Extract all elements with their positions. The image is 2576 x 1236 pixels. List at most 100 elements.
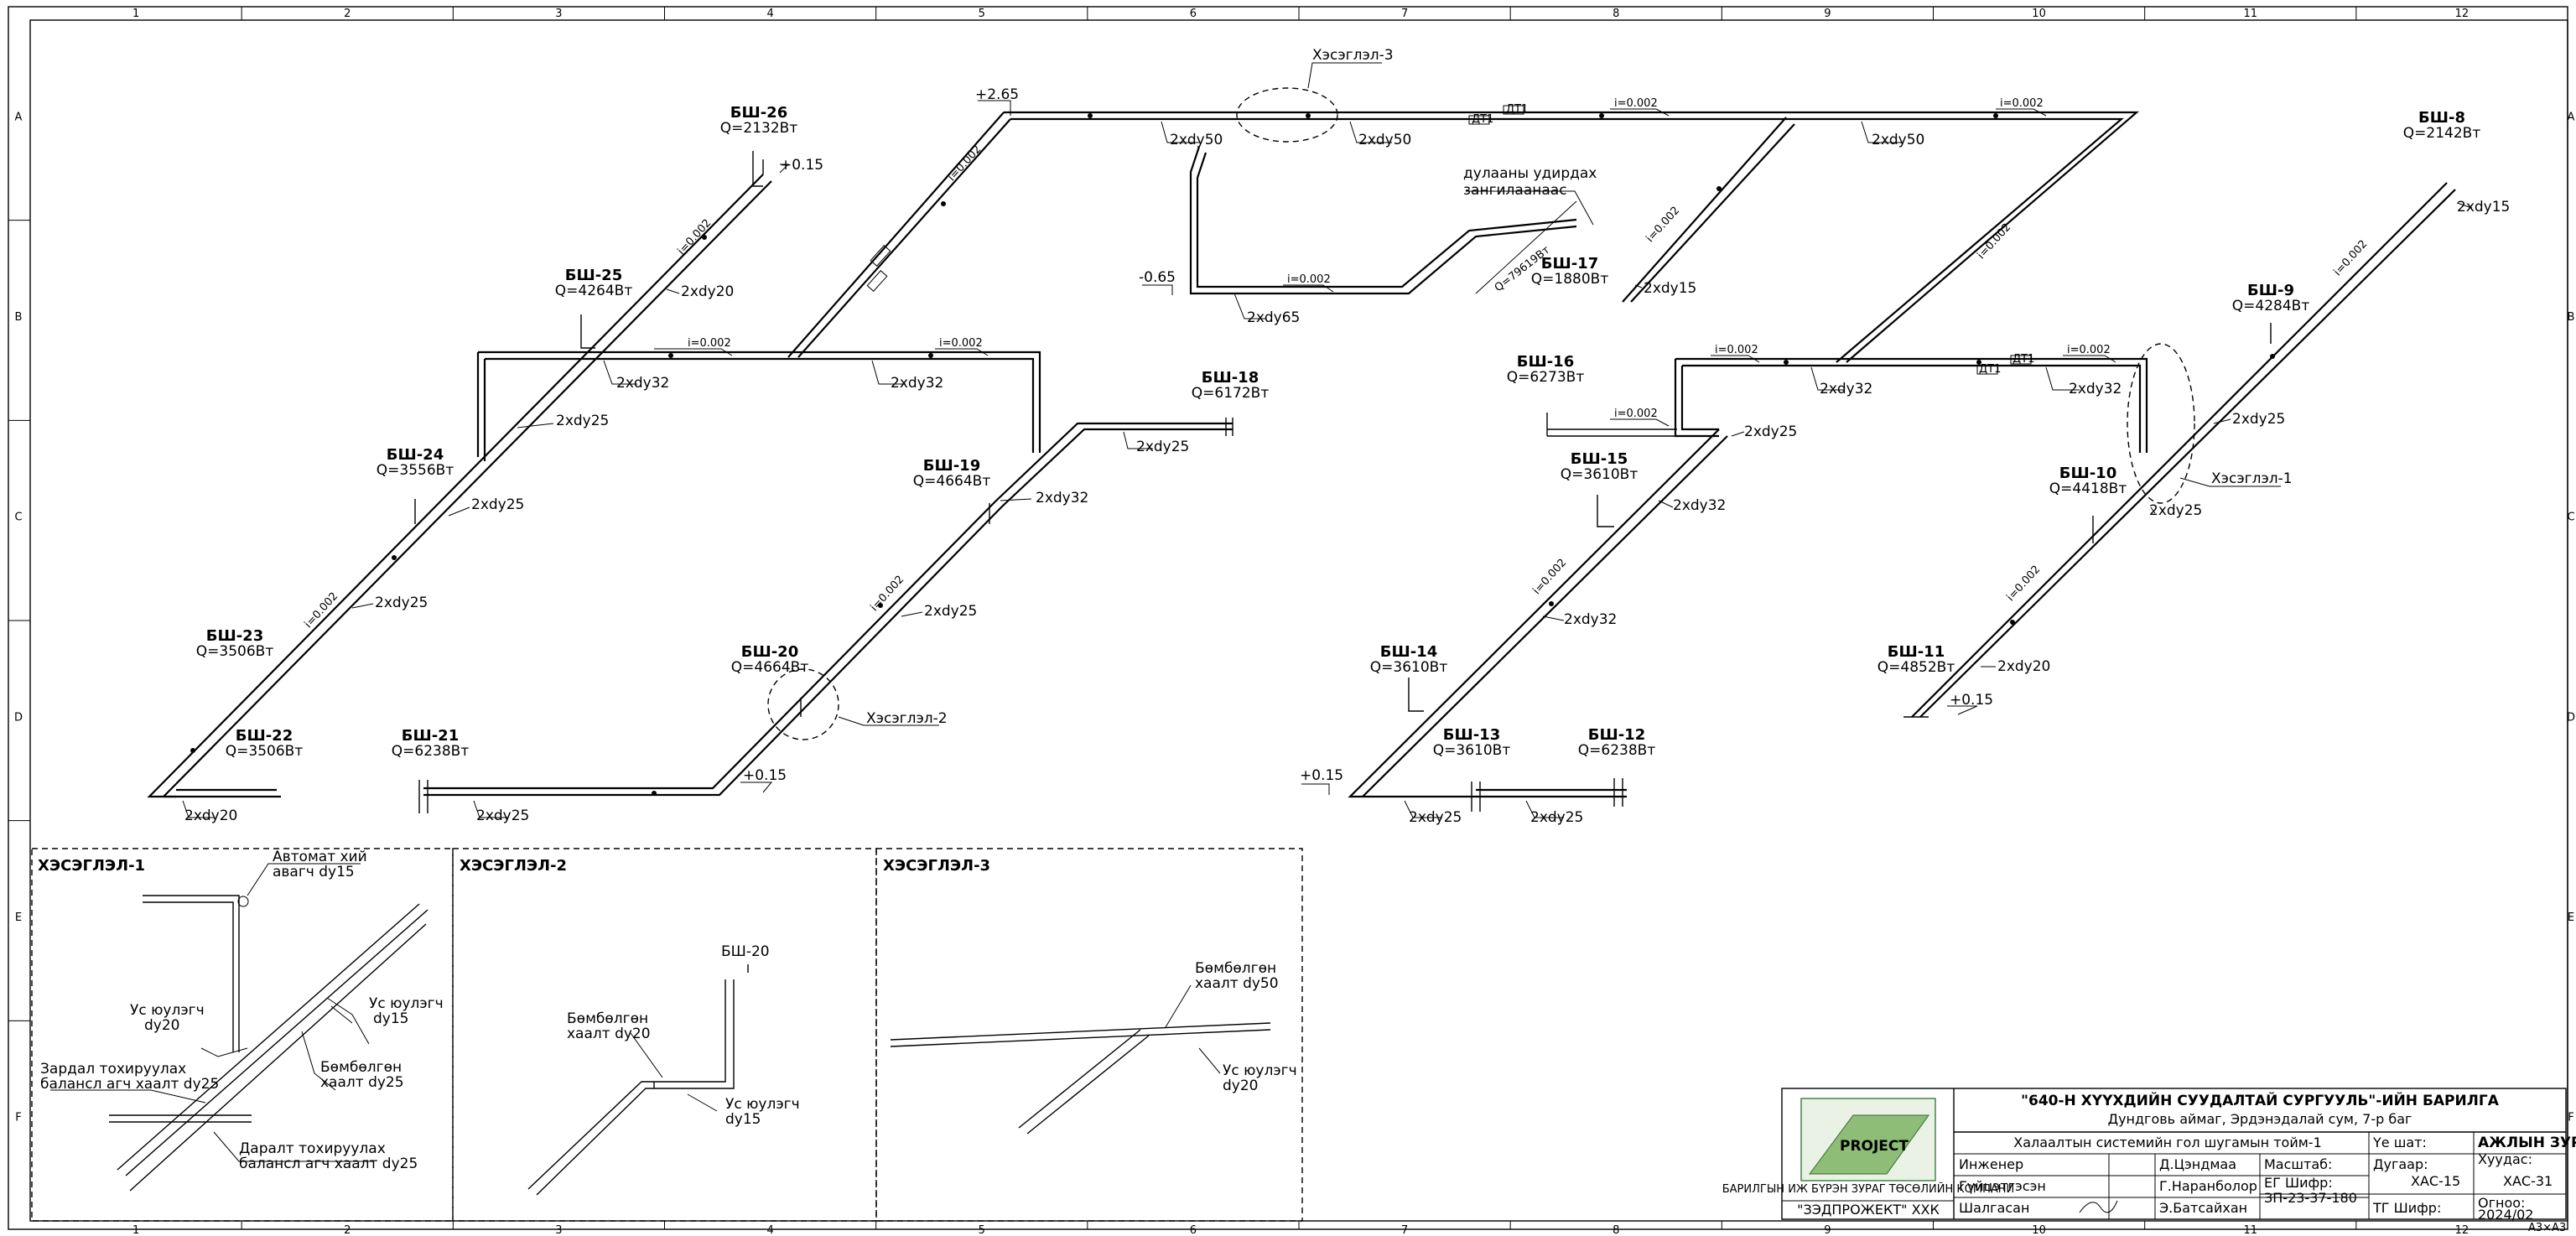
svg-text:Q=3610Вт: Q=3610Вт [1561,466,1639,483]
svg-text:Ус юулэгч: Ус юулэгч [1223,1062,1297,1079]
svg-text:+2.65: +2.65 [975,86,1019,103]
grid-col-bottom: 5 [979,1224,985,1236]
detail-ref-3: Хэсэглэл-3 [1312,47,1394,64]
svg-text:2xdy25: 2xdy25 [924,603,977,620]
svg-text:Бөмбөлгөн: Бөмбөлгөн [320,1059,402,1076]
svg-text:Q=4284Вт: Q=4284Вт [2232,298,2310,314]
slope-labels: i=0.002 i=0.002 i=0.002 i=0.002 i=0.002 … [303,97,2371,631]
svg-text:"ЗЭДПРОЖЕКТ" ХХК: "ЗЭДПРОЖЕКТ" ХХК [1797,1202,1940,1218]
grid-col-top: 10 [2032,8,2046,20]
svg-text:Автомат хий: Автомат хий [273,849,367,865]
heat-source-note: дулааны удирдах зангилаанаас Q=79619Вт Д… [1463,103,2034,376]
unit-bsh-25: БШ-25 [565,267,622,284]
svg-text:Q=2142Вт: Q=2142Вт [2403,125,2481,142]
svg-text:2xdy25: 2xdy25 [1409,809,1462,826]
svg-text:Огноо:: Огноо: [2478,1195,2525,1211]
svg-text:зангилаанаас: зангилаанаас [1463,182,1567,199]
unit-bsh-16: БШ-16 [1517,353,1574,371]
unit-bsh-22: БШ-22 [236,727,293,745]
svg-text:Q=4664Вт: Q=4664Вт [731,659,809,676]
svg-text:dy20: dy20 [1223,1078,1258,1094]
sheet-frame [8,6,2568,1230]
svg-text:ХАС-31: ХАС-31 [2503,1173,2553,1189]
svg-text:авагч dy15: авагч dy15 [273,864,355,880]
svg-text:2xdy50: 2xdy50 [1872,132,1924,148]
project-title: "640-Н ХҮҮХДИЙН СУУДАЛТАЙ СУРГУУЛЬ"-ИЙН … [2021,1091,2500,1109]
svg-text:2xdy32: 2xdy32 [1673,497,1726,514]
grid-row-left: D [14,711,23,724]
svg-text:2xdy20: 2xdy20 [184,808,237,824]
svg-text:Ус юулэгч: Ус юулэгч [130,1002,205,1019]
svg-text:2xdy32: 2xdy32 [1036,490,1088,506]
svg-text:ЕГ Шифр:: ЕГ Шифр: [2264,1175,2333,1191]
main-piping [147,62,2473,818]
signature [2079,1200,2118,1213]
svg-text:Даралт тохируулах: Даралт тохируулах [239,1140,386,1157]
svg-text:-0.65: -0.65 [1139,269,1176,286]
grid-col-top: 3 [555,8,562,20]
pipe-size-labels: 2xdy50 2xdy50 2xdy50 2xdy65 2xdy20 2xdy3… [184,132,2510,826]
svg-text:i=0.002: i=0.002 [688,337,731,350]
unit-bsh-13: БШ-13 [1443,726,1500,744]
svg-text:2xdy25: 2xdy25 [1530,809,1583,826]
grid-col-top: 12 [2455,8,2470,20]
svg-text:Ус юулэгч: Ус юулэгч [369,995,444,1012]
svg-text:2xdy20: 2xdy20 [1997,658,2050,675]
svg-text:i=0.002: i=0.002 [1715,344,1758,356]
svg-text:А3×А3: А3×А3 [2528,1222,2566,1234]
grid-row-right: D [2567,711,2575,724]
svg-text:dy15: dy15 [373,1010,408,1027]
unit-bsh-10: БШ-10 [2059,465,2116,482]
svg-text:dy15: dy15 [725,1111,761,1128]
unit-bsh-18: БШ-18 [1202,369,1259,387]
detail-reference-labels: Хэсэглэл-3 Хэсэглэл-2 Хэсэглэл-1 [866,47,2293,727]
svg-text:2xdy15: 2xdy15 [2457,199,2510,216]
unit-bsh-17: БШ-17 [1541,255,1598,273]
unit-bsh-26: БШ-26 [730,104,787,122]
svg-text:+0.15: +0.15 [780,157,823,174]
svg-text:2xdy32: 2xdy32 [616,375,669,392]
svg-text:i=0.002: i=0.002 [1644,205,1683,245]
grid-col-bottom: 9 [1824,1224,1831,1236]
svg-text:+0.15: +0.15 [1300,767,1343,784]
svg-text:Q=6172Вт: Q=6172Вт [1192,385,1270,402]
sheet-title: Халаалтын системийн гол шугамын тойм-1 [2013,1135,2322,1150]
svg-text:Q=1880Вт: Q=1880Вт [1531,271,1609,288]
svg-text:2xdy32: 2xdy32 [891,375,943,392]
svg-text:Д.Цэндмаа: Д.Цэндмаа [2159,1156,2236,1172]
svg-text:2xdy25: 2xdy25 [556,413,609,429]
grid-col-top: 9 [1824,8,1831,20]
grid-col-bottom: 6 [1190,1224,1197,1236]
svg-text:Q=3556Вт: Q=3556Вт [377,462,454,479]
grid-row-right: B [2568,311,2575,324]
svg-text:Э.Батсайхан: Э.Батсайхан [2159,1200,2247,1216]
svg-text:хаалт dy50: хаалт dy50 [1195,975,1279,992]
svg-text:2xdy20: 2xdy20 [681,283,734,300]
detail-ref-1: Хэсэглэл-1 [2211,470,2293,487]
svg-text:Q=2132Вт: Q=2132Вт [720,120,798,137]
svg-text:2xdy25: 2xdy25 [2149,502,2202,519]
grid-row-right: E [2568,911,2574,924]
svg-text:ХЭСЭГЛЭЛ-3: ХЭСЭГЛЭЛ-3 [883,857,990,875]
grid-col-top: 6 [1190,8,1197,20]
svg-text:Q=3610Вт: Q=3610Вт [1370,659,1448,676]
svg-text:Дугаар:: Дугаар: [2373,1156,2428,1172]
unit-bsh-14: БШ-14 [1380,643,1437,661]
grid-row-left: E [15,911,22,924]
svg-text:Q=6273Вт: Q=6273Вт [1507,369,1585,386]
svg-text:2xdy65: 2xdy65 [1247,309,1300,326]
svg-text:ХЭСЭГЛЭЛ-1: ХЭСЭГЛЭЛ-1 [38,857,145,875]
svg-text:ДТ1: ДТ1 [2012,353,2034,366]
detail-panel-1 [31,848,454,1222]
svg-text:i=0.002: i=0.002 [946,143,984,184]
svg-text:2xdy15: 2xdy15 [1644,280,1696,297]
svg-text:Масштаб:: Масштаб: [2264,1156,2332,1172]
svg-text:Q=4418Вт: Q=4418Вт [2049,480,2127,497]
grid-col-bottom: 1 [132,1224,139,1236]
svg-text:2xdy25: 2xdy25 [476,808,529,824]
unit-bsh-11: БШ-11 [1888,643,1945,661]
grid-col-top: 5 [979,8,985,20]
svg-text:БАРИЛГЫН ИЖ БҮРЭН ЗУРАГ ТӨСӨЛИ: БАРИЛГЫН ИЖ БҮРЭН ЗУРАГ ТӨСӨЛИЙН КОМПАНИ [1722,1182,2015,1196]
svg-text:i=0.002: i=0.002 [869,574,907,614]
grid-col-bottom: 4 [766,1224,773,1236]
